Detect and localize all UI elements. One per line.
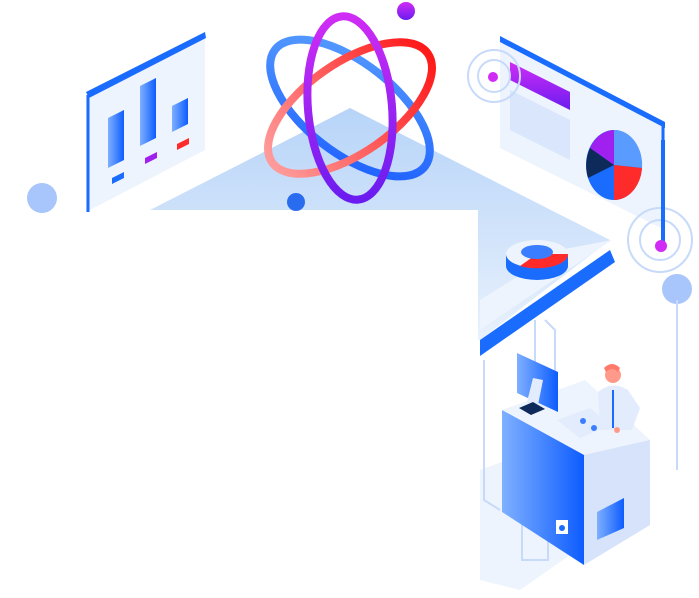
sphere (397, 2, 415, 20)
sphere (662, 274, 692, 304)
sphere (287, 193, 305, 211)
atom-icon (264, 12, 436, 204)
sphere (27, 183, 57, 213)
donut-chart-icon (506, 240, 569, 280)
bar-chart-icon (86, 32, 206, 212)
computer-monitor-icon (517, 353, 558, 415)
location-pin-icon (467, 49, 693, 273)
person-illustration (598, 364, 640, 433)
console-machine (502, 380, 650, 565)
